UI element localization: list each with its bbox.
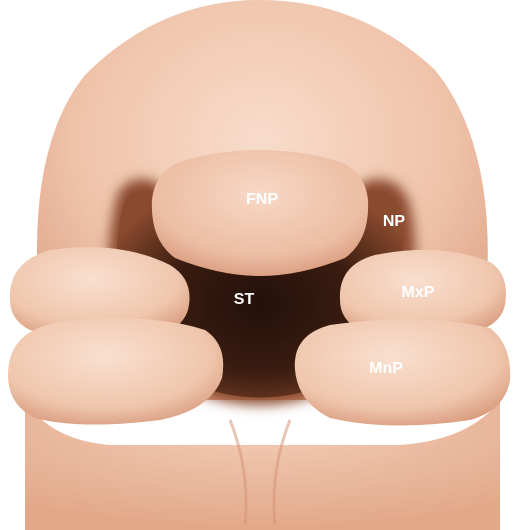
label-mnp: MnP xyxy=(369,360,403,377)
label-st: ST xyxy=(234,291,255,308)
frontonasal-prominence xyxy=(152,150,368,276)
left-mandibular-prominence xyxy=(8,318,223,424)
label-mxp: MxP xyxy=(402,284,435,301)
label-fnp: FNP xyxy=(246,191,278,208)
label-np: NP xyxy=(383,213,406,230)
